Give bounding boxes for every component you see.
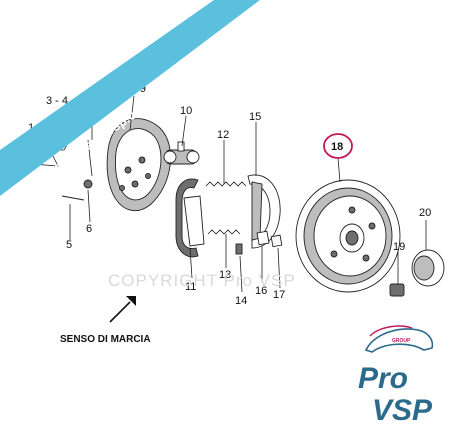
return-springs: [205, 181, 247, 235]
callout-11: 11: [185, 281, 196, 293]
logo-vsp-text: VSP: [372, 394, 433, 427]
callout-16: 16: [255, 285, 267, 297]
retaining-clips: [235, 230, 283, 255]
brake-drum: [295, 179, 401, 293]
logo-group-text: GROUP: [392, 338, 411, 344]
callout-10: 10: [180, 105, 192, 117]
direction-label: SENSO DI MARCIA: [60, 334, 151, 345]
highlight-ring: [323, 133, 353, 159]
direction-indicator: SENSO DI MARCIA: [60, 296, 151, 345]
hub-nut: [389, 283, 405, 297]
callout-14: 14: [235, 295, 247, 307]
callout-20: 20: [419, 207, 431, 219]
logo-pro-text: Pro: [358, 362, 408, 395]
copyright-watermark: COPYRIGHT Pro VSP: [108, 271, 296, 290]
wheel-cylinder: [163, 141, 200, 165]
callout-6: 6: [86, 223, 92, 235]
callout-18: 18: [331, 141, 343, 153]
car-outline-icon: [364, 328, 434, 353]
leader-lines: [39, 95, 427, 293]
callout-13: 13: [219, 269, 231, 281]
callout-12: 12: [217, 129, 229, 141]
arrow-head-icon: [126, 296, 136, 306]
pro-vsp-logo: GROUP Pro VSP: [358, 325, 434, 427]
brake-shoe-lining: [175, 178, 205, 258]
small-hardware: [31, 136, 93, 201]
hub-cap: [411, 249, 445, 287]
callout-17: 17: [273, 289, 285, 301]
callout-3-4: 3 - 4: [46, 95, 68, 107]
backing-plate: [106, 118, 172, 211]
callout-15: 15: [249, 111, 261, 123]
callout-5: 5: [66, 239, 72, 251]
callout-19: 19: [393, 241, 405, 253]
